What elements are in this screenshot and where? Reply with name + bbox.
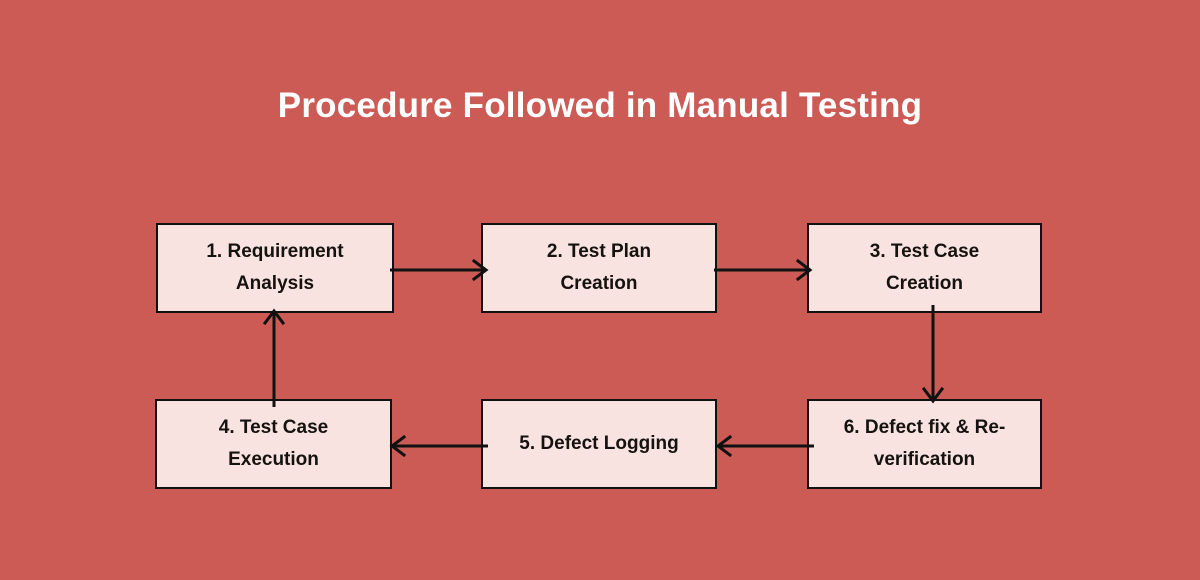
flow-node-label: 3. Test Case Creation [869,241,980,294]
flow-node-label: 4. Test Case Execution [218,417,329,470]
arrow-right-icon-node2-to-node3 [714,258,813,282]
flow-node-test-case-execution[interactable]: 4. Test Case Execution [155,399,392,489]
arrow-left-icon-node5-to-node4 [389,434,488,458]
flow-node-defect-fix-reverification[interactable]: 6. Defect fix & Re- verification [807,399,1042,489]
flow-node-test-plan-creation[interactable]: 2. Test Plan Creation [481,223,717,313]
flow-node-label: 6. Defect fix & Re- verification [843,417,1006,470]
page-title: Procedure Followed in Manual Testing [277,86,923,125]
flow-node-label: 2. Test Plan Creation [546,241,652,294]
flow-node-label: 1. Requirement Analysis [206,241,344,294]
flow-node-label: 5. Defect Logging [519,433,679,454]
flow-node-requirement-analysis[interactable]: 1. Requirement Analysis [156,223,394,313]
flow-node-defect-logging[interactable]: 5. Defect Logging [481,399,717,489]
arrow-up-icon-node4-to-node1 [262,308,286,407]
arrow-down-icon-node3-to-node6 [921,305,945,404]
flow-node-test-case-creation[interactable]: 3. Test Case Creation [807,223,1042,313]
arrow-left-icon-node6-to-node5 [715,434,814,458]
arrow-right-icon-node1-to-node2 [390,258,489,282]
